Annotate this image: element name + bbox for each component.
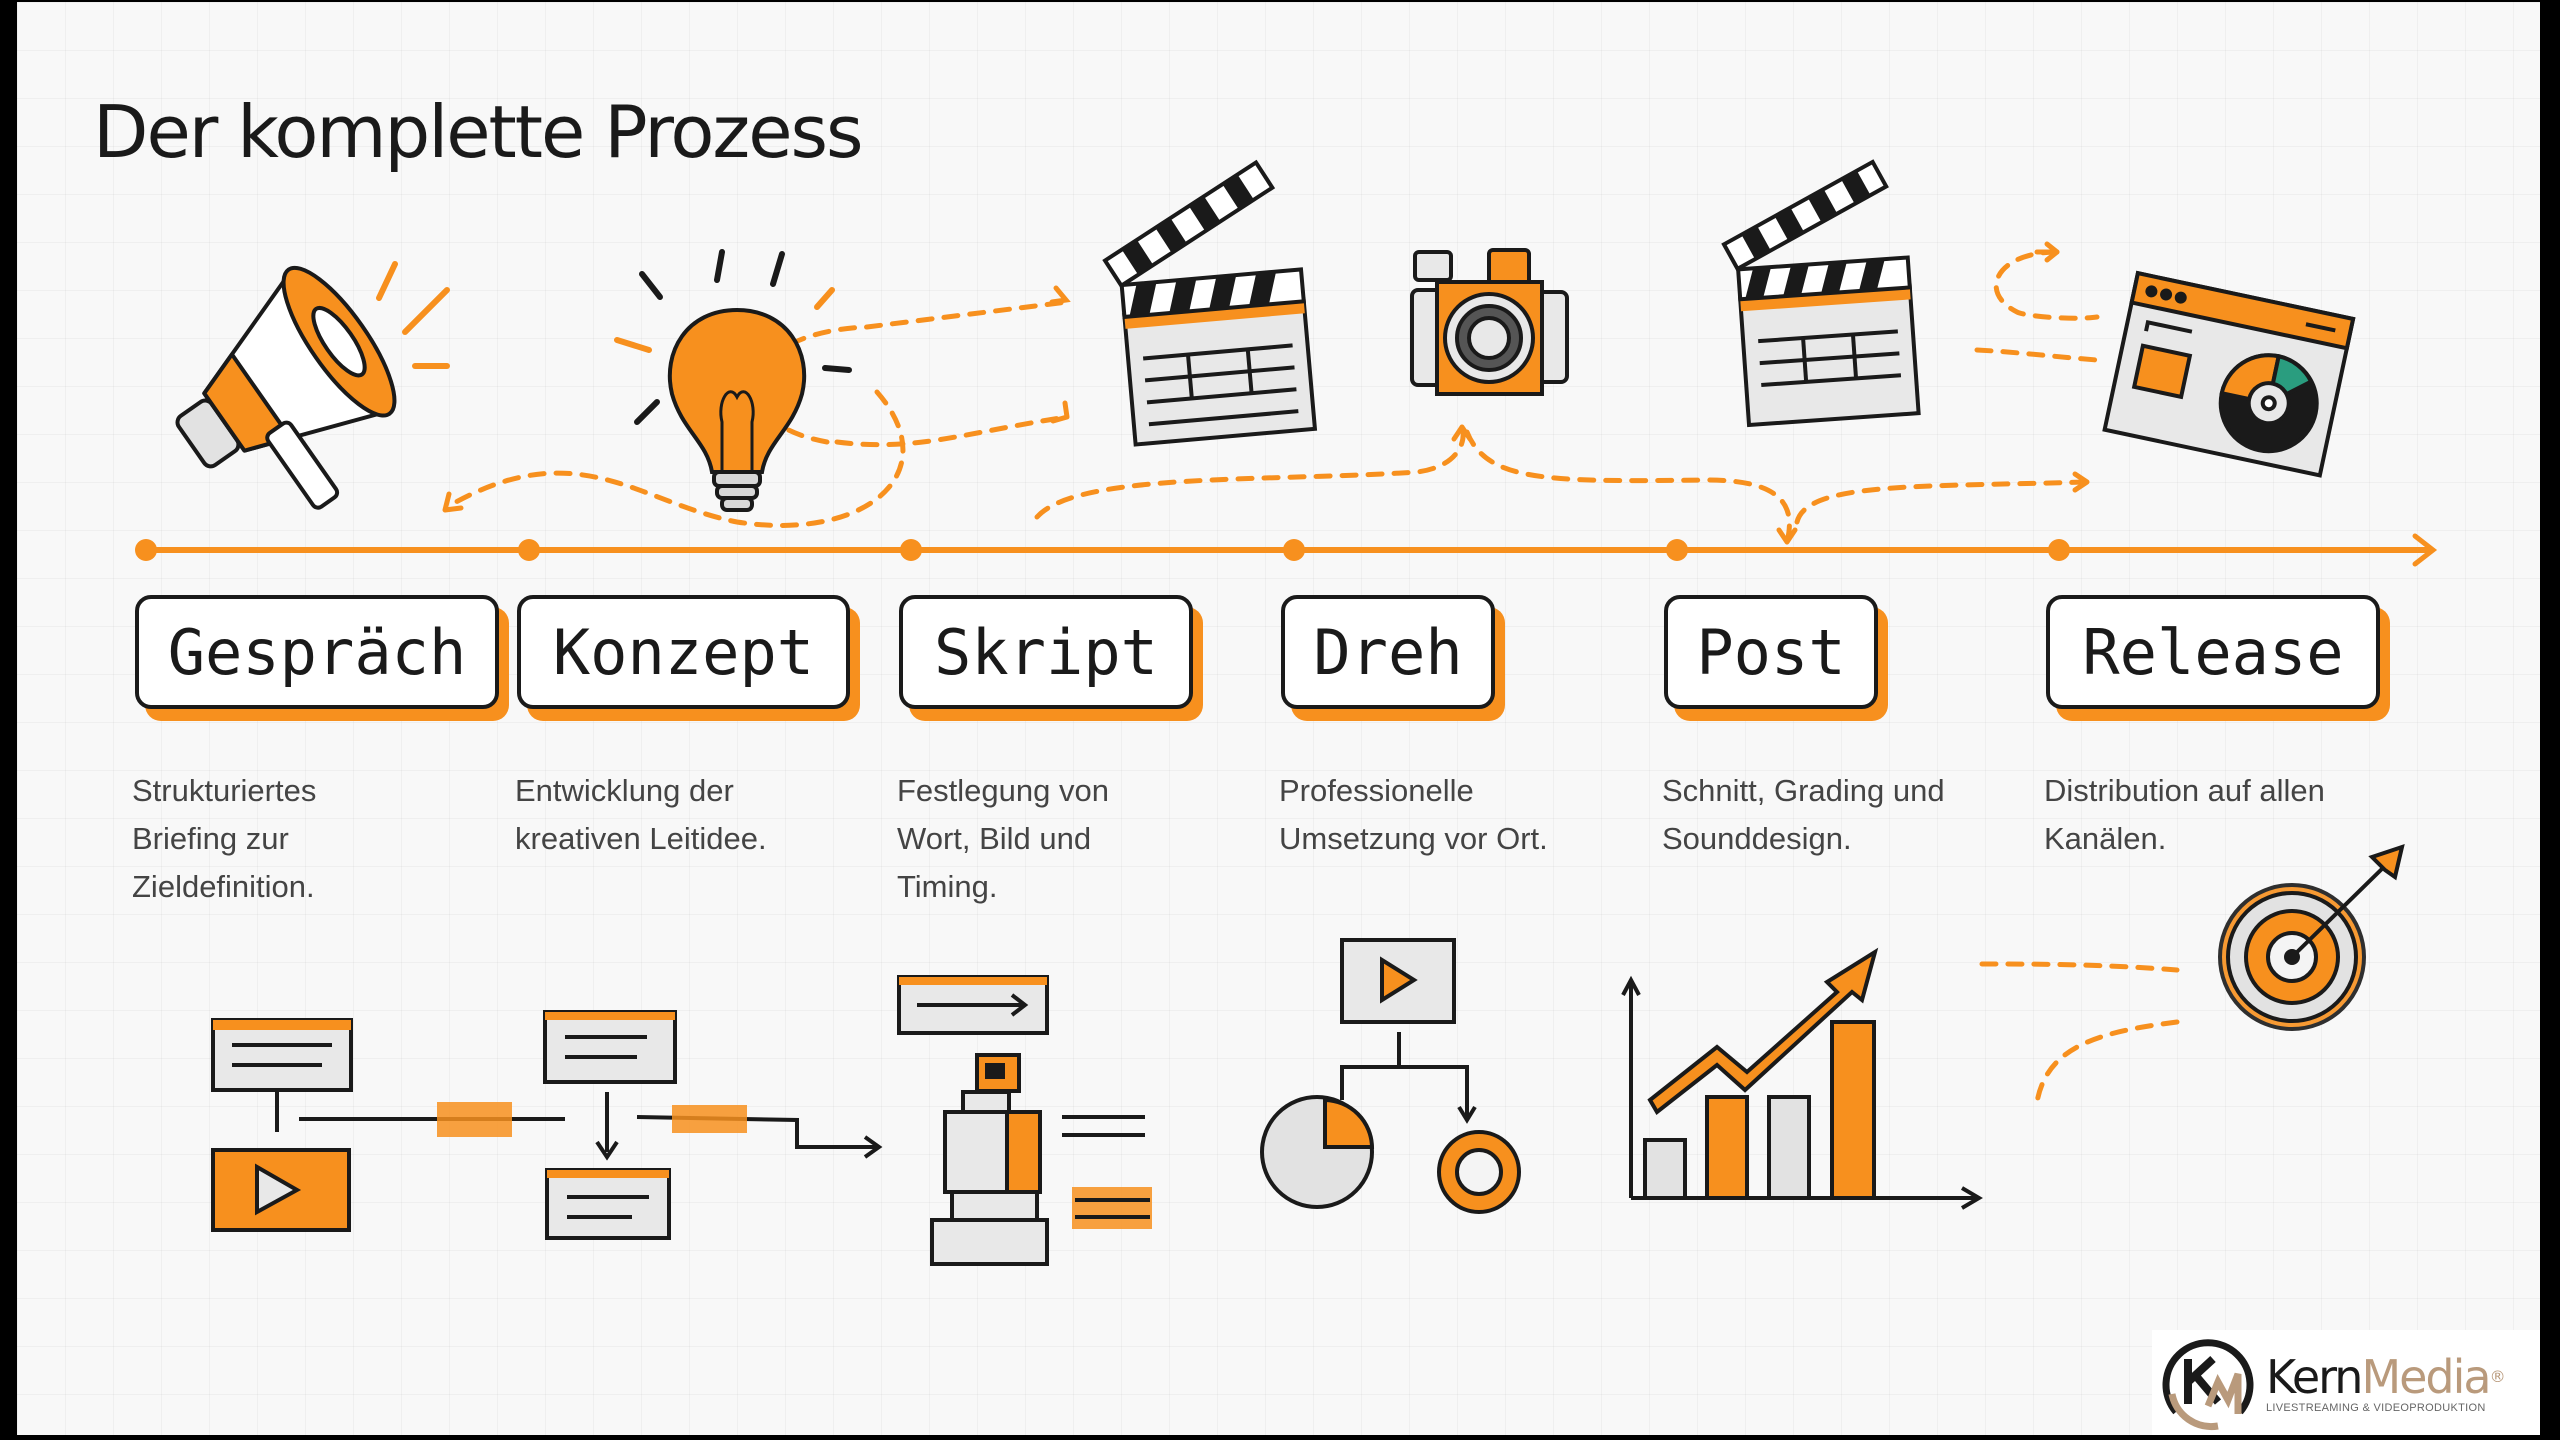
stage-label: Konzept	[552, 615, 815, 689]
stage-box-dreh: Dreh	[1281, 595, 1495, 709]
stage-label: Skript	[934, 615, 1158, 689]
stage-description-gespraech: Strukturiertes Briefing zur Zieldefiniti…	[132, 773, 317, 904]
clapperboard-icon	[1102, 159, 1318, 447]
stage-label: Post	[1696, 615, 1846, 689]
slide: Der komplette Prozess	[17, 2, 2540, 1435]
connector-path	[1974, 347, 2100, 363]
browser-dashboard-icon	[2102, 270, 2356, 478]
stage-description-konzept: Entwicklung der kreativen Leitidee.	[515, 773, 767, 856]
timeline-dot	[1283, 539, 1305, 561]
timeline-arrow-icon	[2412, 533, 2438, 567]
logo-name-kern: Kern	[2266, 1349, 2363, 1404]
clapperboard-icon	[1721, 159, 1921, 428]
top-icons-layer	[175, 159, 2356, 512]
target-icon	[2218, 843, 2405, 1031]
growth-chart-icon	[1621, 947, 1983, 1210]
timeline-dots	[135, 539, 2070, 561]
connector-path	[1794, 479, 2090, 525]
flowchart-icon	[211, 1010, 883, 1240]
media-analytics-icon	[1260, 938, 1521, 1214]
stage-description-post: Schnitt, Grading und Sounddesign.	[1662, 773, 1945, 856]
stage-description-release: Distribution auf allen Kanälen.	[2044, 773, 2325, 856]
connector-path	[1993, 249, 2100, 321]
km-monogram-icon	[2162, 1338, 2254, 1430]
stage-description-skript: Festlegung von Wort, Bild und Timing.	[897, 773, 1109, 904]
page-title: Der komplette Prozess	[93, 90, 864, 174]
stage-box-gespraech: Gespräch	[135, 595, 499, 709]
stage-label: Release	[2082, 615, 2344, 689]
stage-label: Gespräch	[167, 615, 467, 689]
stage-description-dreh: Professionelle Umsetzung vor Ort.	[1279, 773, 1548, 856]
connector-path	[1034, 424, 1466, 520]
bottom-illustrations-layer	[211, 843, 2405, 1266]
connector-path	[444, 389, 906, 528]
timeline-dot	[900, 539, 922, 561]
megaphone-icon	[175, 261, 450, 510]
connector-path	[834, 414, 1070, 448]
timeline-layer	[135, 241, 2438, 1105]
connector-path	[1464, 429, 1792, 545]
connector-path	[2034, 1019, 2180, 1105]
stage-box-konzept: Konzept	[517, 595, 850, 709]
logo-name-media: Media	[2361, 1349, 2491, 1404]
stage-box-skript: Skript	[899, 595, 1193, 709]
brand-logo: KernMedia® LIVESTREAMING & VIDEOPRODUKTI…	[2152, 1330, 2540, 1435]
timeline-dot	[135, 539, 157, 561]
dashed-connectors	[442, 241, 2180, 1105]
registered-mark: ®	[2489, 1366, 2506, 1386]
timeline-dot	[518, 539, 540, 561]
camera-icon	[1410, 248, 1569, 396]
camera-rig-icon	[897, 975, 1152, 1266]
timeline-dot	[1666, 539, 1688, 561]
stage-box-release: Release	[2046, 595, 2380, 709]
logo-tagline: LIVESTREAMING & VIDEOPRODUKTION	[2266, 1401, 2486, 1414]
lightbulb-icon	[614, 249, 852, 512]
stage-box-post: Post	[1664, 595, 1878, 709]
timeline-dot	[2048, 539, 2070, 561]
logo-wordmark: KernMedia®	[2266, 1354, 2506, 1400]
stage-label: Dreh	[1313, 615, 1463, 689]
connector-path	[1979, 961, 2180, 973]
